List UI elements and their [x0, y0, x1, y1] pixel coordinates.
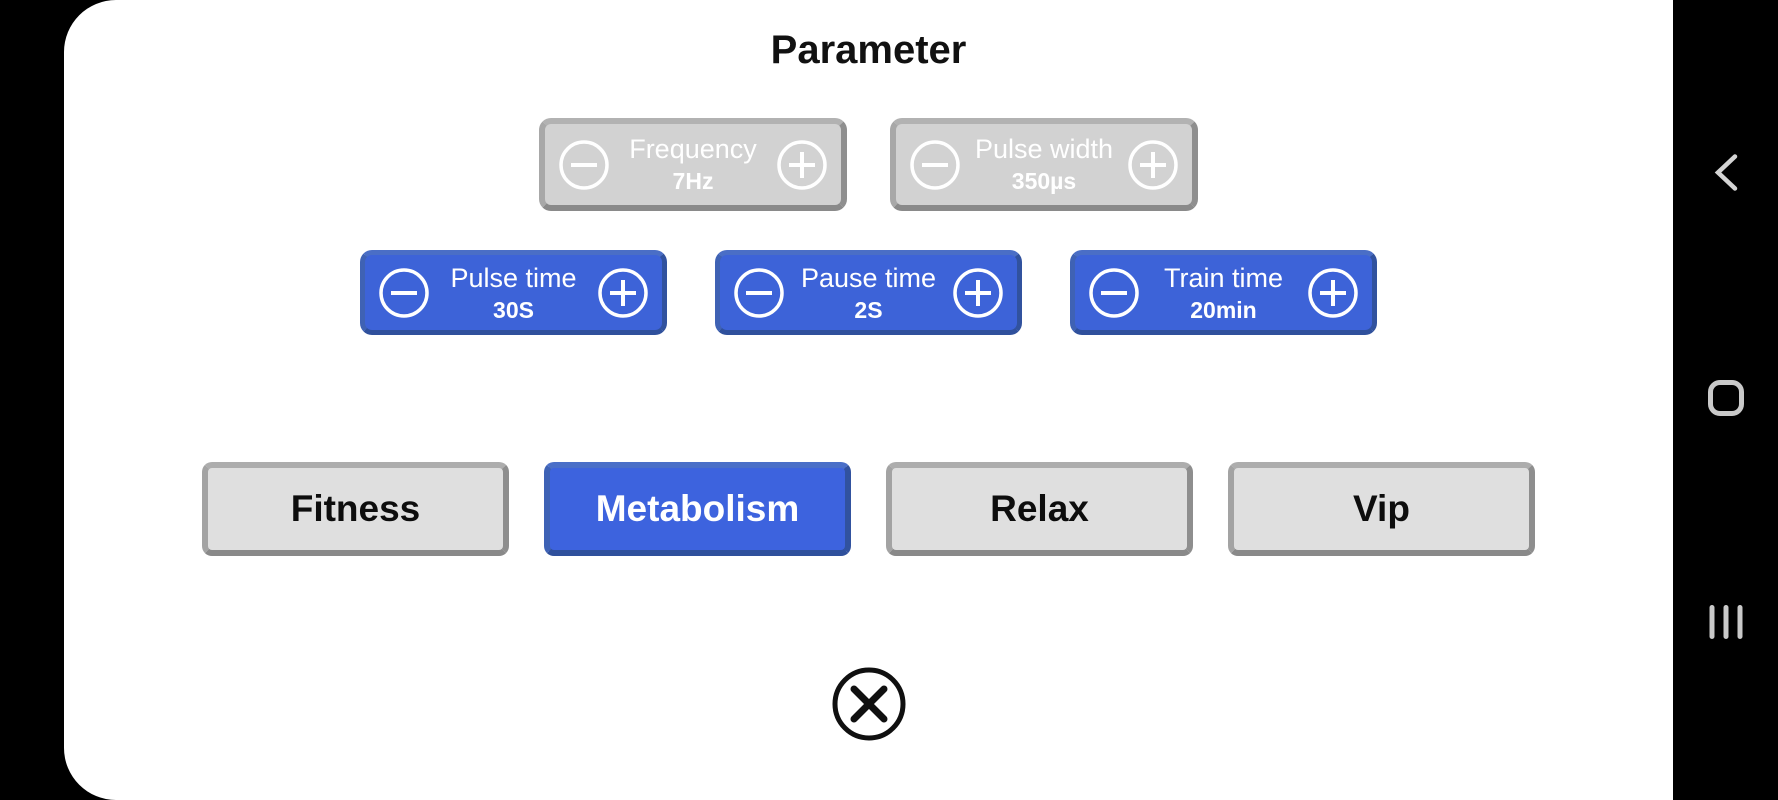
- parameter-panel: Parameter Frequency 7Hz: [64, 0, 1673, 800]
- param-pause-time: Pause time 2S: [715, 250, 1022, 335]
- mode-buttons-row: Fitness Metabolism Relax Vip: [64, 462, 1673, 556]
- mode-button-metabolism[interactable]: Metabolism: [544, 462, 851, 556]
- param-train-time: Train time 20min: [1070, 250, 1377, 335]
- plus-icon: [1127, 139, 1179, 191]
- param-value: 20min: [1190, 297, 1257, 323]
- train-time-increase-button[interactable]: [1307, 267, 1359, 319]
- param-value: 7Hz: [672, 168, 714, 194]
- train-time-decrease-button[interactable]: [1088, 267, 1140, 319]
- pause-time-increase-button[interactable]: [952, 267, 1004, 319]
- mode-button-vip[interactable]: Vip: [1228, 462, 1535, 556]
- nav-recents-button[interactable]: [1699, 595, 1752, 649]
- close-icon: [829, 664, 909, 744]
- param-pulse-width: Pulse width 350µs: [890, 118, 1198, 211]
- android-navbar: [1673, 0, 1778, 800]
- pulse-width-increase-button[interactable]: [1127, 139, 1179, 191]
- minus-icon: [1088, 267, 1140, 319]
- pulse-width-decrease-button[interactable]: [909, 139, 961, 191]
- nav-back-button[interactable]: [1703, 143, 1749, 206]
- minus-icon: [733, 267, 785, 319]
- plus-icon: [952, 267, 1004, 319]
- plus-icon: [597, 267, 649, 319]
- param-frequency: Frequency 7Hz: [539, 118, 847, 211]
- param-label: Pulse time: [450, 263, 577, 293]
- minus-icon: [378, 267, 430, 319]
- nav-home-button[interactable]: [1698, 370, 1754, 426]
- param-label: Frequency: [629, 134, 757, 164]
- pulse-time-increase-button[interactable]: [597, 267, 649, 319]
- minus-icon: [558, 139, 610, 191]
- pause-time-decrease-button[interactable]: [733, 267, 785, 319]
- param-pulse-time: Pulse time 30S: [360, 250, 667, 335]
- frequency-increase-button[interactable]: [776, 139, 828, 191]
- back-icon: [1713, 154, 1739, 196]
- close-button[interactable]: [829, 664, 909, 744]
- frequency-decrease-button[interactable]: [558, 139, 610, 191]
- disabled-params-row: Frequency 7Hz Pulse width 350µs: [64, 118, 1673, 211]
- mode-button-fitness[interactable]: Fitness: [202, 462, 509, 556]
- mode-button-relax[interactable]: Relax: [886, 462, 1193, 556]
- recents-icon: [1709, 605, 1742, 639]
- param-label: Pulse width: [974, 134, 1114, 164]
- plus-icon: [776, 139, 828, 191]
- page-title: Parameter: [770, 28, 967, 72]
- param-label: Train time: [1163, 263, 1284, 293]
- param-value: 350µs: [1011, 168, 1077, 194]
- param-value: 2S: [854, 297, 883, 323]
- home-icon: [1707, 380, 1744, 416]
- plus-icon: [1307, 267, 1359, 319]
- param-value: 30S: [493, 297, 534, 323]
- pulse-time-decrease-button[interactable]: [378, 267, 430, 319]
- param-label: Pause time: [800, 263, 937, 293]
- minus-icon: [909, 139, 961, 191]
- active-params-row: Pulse time 30S Pause time 2S: [64, 250, 1673, 335]
